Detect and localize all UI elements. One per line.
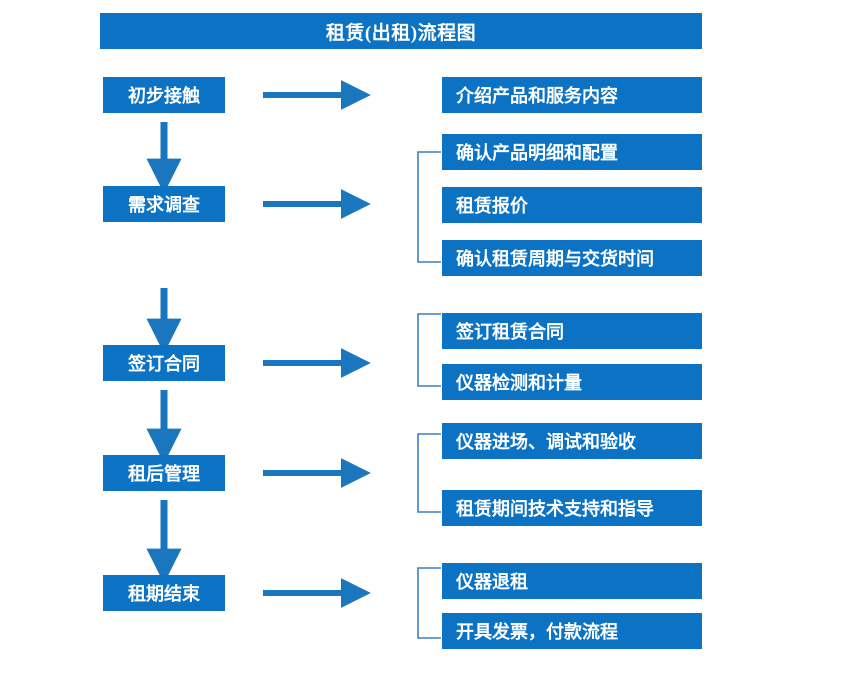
stage-box-2[interactable]: 需求调查 [103, 186, 225, 222]
task-box-10[interactable]: 开具发票，付款流程 [442, 613, 702, 649]
task-box-2[interactable]: 确认产品明细和配置 [442, 134, 702, 170]
task-box-6[interactable]: 仪器检测和计量 [442, 364, 702, 400]
diagram-title: 租赁(出租)流程图 [100, 13, 702, 49]
group-bracket-end-of-term [417, 567, 441, 639]
task-box-4[interactable]: 确认租赁周期与交货时间 [442, 240, 702, 276]
stage-box-5[interactable]: 租期结束 [103, 575, 225, 611]
group-bracket-post-rental [417, 433, 441, 513]
task-box-1[interactable]: 介绍产品和服务内容 [442, 77, 702, 113]
task-box-3[interactable]: 租赁报价 [442, 187, 702, 223]
group-bracket-needs-survey [417, 151, 441, 263]
task-box-8[interactable]: 租赁期间技术支持和指导 [442, 490, 702, 526]
task-box-5[interactable]: 签订租赁合同 [442, 313, 702, 349]
stage-box-3[interactable]: 签订合同 [103, 345, 225, 381]
task-box-9[interactable]: 仪器退租 [442, 563, 702, 599]
stage-box-1[interactable]: 初步接触 [103, 77, 225, 113]
stage-box-4[interactable]: 租后管理 [103, 455, 225, 491]
task-box-7[interactable]: 仪器进场、调试和验收 [442, 423, 702, 459]
group-bracket-contract [417, 313, 441, 387]
